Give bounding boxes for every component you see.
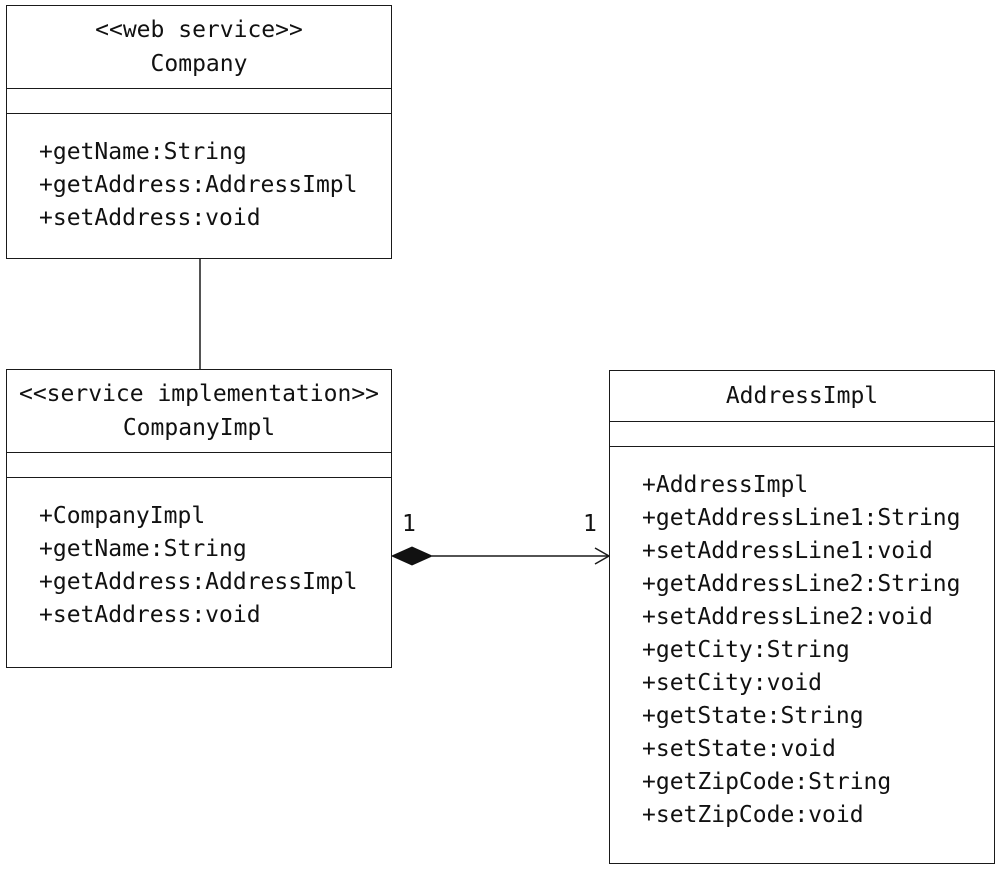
operation: +getName:String: [39, 536, 247, 562]
operation: +getName:String: [39, 139, 247, 165]
operation: +getZipCode:String: [642, 769, 892, 795]
operation: +getState:String: [642, 703, 864, 729]
composition-diamond: [390, 546, 434, 566]
operation: +setState:void: [642, 736, 836, 762]
attributes-compartment: [7, 453, 391, 478]
operation: +getAddressLine2:String: [642, 571, 961, 597]
class-name: AddressImpl: [725, 383, 879, 409]
operation: +getAddress:AddressImpl: [39, 569, 358, 595]
operations-compartment: +CompanyImpl +getName:String +getAddress…: [7, 478, 391, 632]
operation: +AddressImpl: [642, 472, 809, 498]
attributes-compartment: [610, 422, 994, 447]
class-stereotype: <<service implementation>>: [18, 381, 380, 407]
operation: +CompanyImpl: [39, 503, 206, 529]
operation: +setAddress:void: [39, 602, 261, 628]
class-company: <<web service>> Company +getName:String …: [6, 5, 392, 259]
class-header: <<service implementation>> CompanyImpl: [7, 370, 391, 453]
operation: +setCity:void: [642, 670, 823, 696]
class-name: CompanyImpl: [122, 415, 276, 441]
operation: +setAddressLine2:void: [642, 604, 933, 630]
class-name: Company: [150, 51, 248, 77]
operation: +getAddressLine1:String: [642, 505, 961, 531]
operations-compartment: +getName:String +getAddress:AddressImpl …: [7, 114, 391, 235]
class-header: AddressImpl: [610, 371, 994, 422]
operation: +setZipCode:void: [642, 802, 864, 828]
target-multiplicity: 1: [583, 511, 597, 537]
operation: +setAddressLine1:void: [642, 538, 933, 564]
operation: +getAddress:AddressImpl: [39, 172, 358, 198]
class-stereotype: <<web service>>: [95, 17, 303, 43]
operation: +getCity:String: [642, 637, 850, 663]
class-header: <<web service>> Company: [7, 6, 391, 89]
attributes-compartment: [7, 89, 391, 114]
operation: +setAddress:void: [39, 205, 261, 231]
class-company-impl: <<service implementation>> CompanyImpl +…: [6, 369, 392, 668]
class-address-impl: AddressImpl +AddressImpl +getAddressLine…: [609, 370, 995, 864]
source-multiplicity: 1: [402, 511, 416, 537]
operations-compartment: +AddressImpl +getAddressLine1:String +se…: [610, 447, 994, 832]
